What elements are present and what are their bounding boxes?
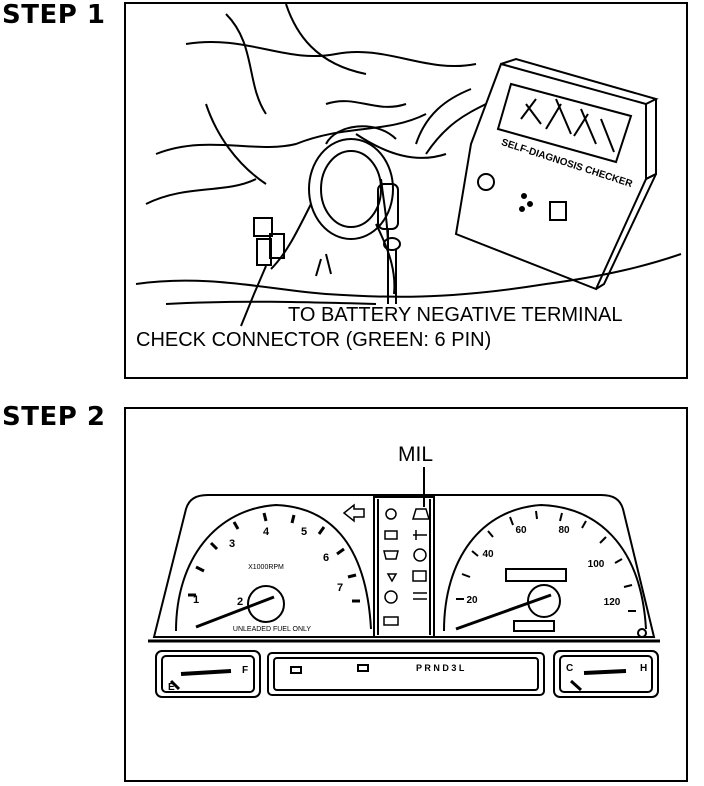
fuel-note-label: UNLEADED FUEL ONLY — [233, 626, 312, 633]
speedo-number-120: 120 — [604, 597, 621, 608]
tachometer-needle — [195, 595, 275, 629]
warning-light-strip — [373, 496, 435, 638]
battery-terminal-callout: TO BATTERY NEGATIVE TERMINAL — [288, 304, 623, 326]
step-2-label: STEP 2 — [2, 402, 106, 432]
tachometer-hub — [247, 585, 285, 623]
fuel-empty-label: E — [168, 682, 175, 693]
gear-letters: P R N D 3 L — [416, 663, 465, 673]
speedometer-hub — [527, 584, 561, 618]
temp-cold-label: C — [566, 663, 573, 674]
engine-bay-illustration: SELF-DIAGNOSIS CHECKER — [135, 4, 682, 327]
tach-number-6: 6 — [323, 552, 329, 564]
cluster-housing — [152, 494, 656, 638]
instrument-cluster-illustration: 1 2 3 4 5 6 7 X1000RPM UNLEADED FUEL ONL… — [148, 467, 660, 698]
mil-lamp-icon — [411, 508, 431, 520]
tester-label: SELF-DIAGNOSIS CHECKER — [500, 137, 635, 190]
speedometer-needle — [455, 593, 552, 631]
tach-number-4: 4 — [263, 526, 270, 538]
step-1-illustration-panel: SELF-DIAGNOSIS CHECKER TO BATTERY NEGATI… — [124, 2, 688, 379]
speedo-number-60: 60 — [515, 525, 527, 536]
tach-unit-label: X1000RPM — [248, 564, 284, 571]
speedometer-dial — [443, 503, 647, 632]
tachometer-dial — [175, 503, 372, 632]
step-1-label: STEP 1 — [2, 0, 106, 30]
speedo-number-80: 80 — [558, 525, 570, 536]
tach-number-5: 5 — [301, 526, 307, 538]
fuel-full-label: F — [242, 665, 248, 676]
tach-number-2: 2 — [237, 596, 243, 608]
tach-number-1: 1 — [193, 594, 199, 606]
check-connector-callout: CHECK CONNECTOR (GREEN: 6 PIN) — [136, 329, 492, 351]
odometer — [513, 620, 555, 632]
tach-number-7: 7 — [337, 582, 343, 594]
speedo-number-20: 20 — [466, 595, 478, 606]
fuel-gauge — [155, 650, 261, 698]
temperature-gauge — [553, 650, 659, 698]
step-2-illustration-panel: MIL — [124, 407, 688, 782]
speedo-number-100: 100 — [588, 559, 605, 570]
trip-odometer — [505, 568, 567, 582]
gear-indicator-panel — [267, 652, 545, 696]
mil-callout: MIL — [398, 443, 434, 466]
temp-hot-label: H — [640, 663, 647, 674]
speedo-number-40: 40 — [482, 549, 494, 560]
tach-number-3: 3 — [229, 538, 235, 550]
